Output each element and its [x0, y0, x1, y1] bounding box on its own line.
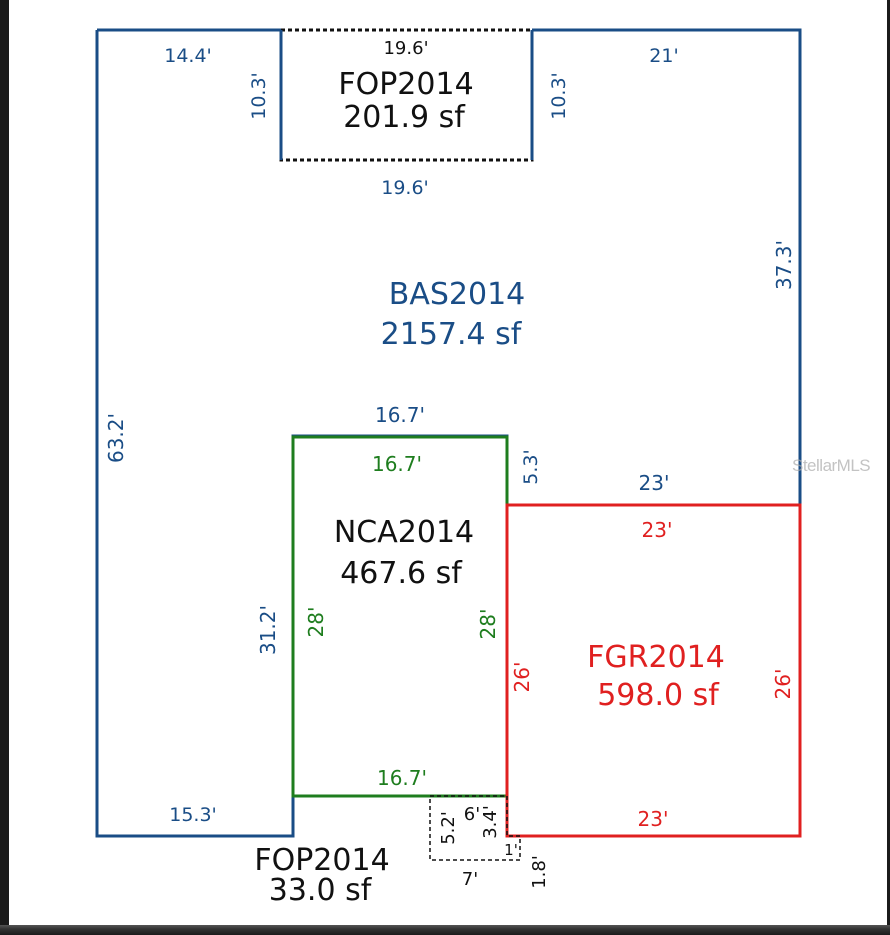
- fgr-code: FGR2014: [587, 640, 725, 675]
- dim-bas-left-side: 63.2': [104, 413, 128, 463]
- fop-bottom-code: FOP2014: [254, 843, 389, 878]
- dim-fopb-inner: 3.4': [480, 805, 501, 839]
- fgr-area: 598.0 sf: [597, 678, 720, 713]
- dim-nca-left: 28': [304, 607, 328, 638]
- dim-fop-top-edge: 19.6': [383, 38, 428, 59]
- dim-nca-top: 16.7': [372, 452, 422, 476]
- dim-nca-bottom: 16.7': [377, 766, 427, 790]
- dim-fop-right-side: 10.3': [548, 72, 570, 120]
- bas-code: BAS2014: [389, 277, 526, 312]
- dim-bas-top-left: 14.4': [164, 45, 212, 67]
- fgr-outline: [505, 503, 802, 838]
- dim-bas-inner-left: 31.2': [256, 605, 280, 655]
- dim-bas-right-side: 37.3': [772, 240, 796, 290]
- bas-area: 2157.4 sf: [381, 317, 523, 352]
- dim-fgr-top: 23': [642, 518, 673, 542]
- fop-bottom-area: 33.0 sf: [269, 873, 373, 908]
- page-border-left: [0, 0, 9, 935]
- dim-fgr-bottom: 23': [638, 807, 669, 831]
- dim-fopb-notch: 1': [504, 841, 518, 859]
- page-bottom-bar: [0, 925, 890, 935]
- dim-fgr-left: 26': [510, 662, 534, 693]
- fop-bottom-outline: [429, 795, 521, 861]
- fop-top-code: FOP2014: [338, 67, 473, 102]
- bas-outline: [95, 28, 802, 838]
- dim-fop-left-side: 10.3': [248, 72, 270, 120]
- page-border-right: [887, 0, 890, 935]
- nca-area: 467.6 sf: [340, 556, 463, 591]
- dim-bas-top-right: 21': [649, 45, 678, 67]
- dim-bas-bottom-left: 15.3': [169, 804, 217, 826]
- dim-nca-right: 28': [476, 609, 500, 640]
- dim-bas-over-nca: 16.7': [375, 403, 425, 427]
- dim-fgr-right: 26': [771, 669, 795, 700]
- dim-fop-bottom-edge: 19.6': [381, 177, 429, 199]
- dim-fopb-top: 6': [464, 804, 480, 825]
- dim-fopb-right: 1.8': [529, 855, 550, 889]
- nca-code: NCA2014: [334, 515, 474, 550]
- dim-bas-step: 5.3': [520, 449, 542, 484]
- dim-fopb-bottom: 7': [462, 869, 478, 890]
- watermark: StellarMLS: [792, 456, 871, 475]
- dim-bas-over-fgr: 23': [639, 471, 670, 495]
- dim-fopb-left: 5.2': [438, 811, 459, 845]
- fop-top-area: 201.9 sf: [343, 100, 466, 135]
